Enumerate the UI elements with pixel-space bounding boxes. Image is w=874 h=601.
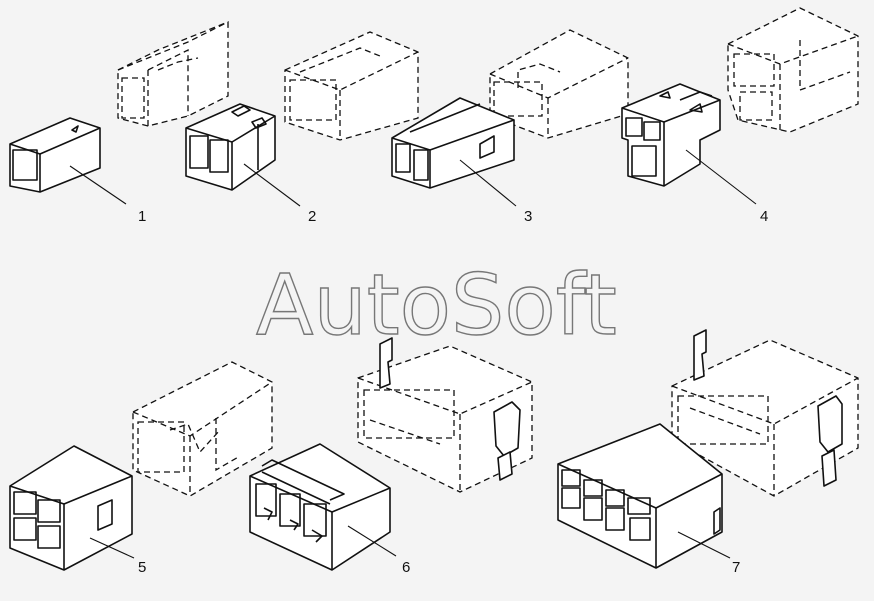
callout-1-leader xyxy=(69,165,127,205)
connector-4-housing xyxy=(621,83,721,187)
connector-7-housing xyxy=(557,423,723,569)
connector-7-mate xyxy=(671,329,859,497)
watermark-text: AutoSoft xyxy=(256,256,617,354)
connector-1-mate xyxy=(117,21,229,127)
callout-1-label: 1 xyxy=(138,208,146,225)
connector-7: 7 xyxy=(557,329,859,576)
callout-3-leader xyxy=(459,159,517,207)
connector-4-mate xyxy=(727,7,859,133)
connector-2-housing xyxy=(185,103,276,191)
connector-5: 5 xyxy=(9,361,273,576)
connector-5-mate xyxy=(132,361,273,497)
connector-6-mate xyxy=(357,337,533,493)
connector-3: 3 xyxy=(391,29,629,225)
callout-6-leader xyxy=(347,525,397,557)
callout-2-leader xyxy=(243,163,301,207)
connector-5-housing xyxy=(9,445,133,571)
connector-3-housing xyxy=(391,97,515,189)
connector-6-housing xyxy=(249,443,391,571)
callout-5-leader xyxy=(89,537,135,559)
connector-6: 6 xyxy=(249,337,533,576)
callout-6-label: 6 xyxy=(402,559,410,576)
connector-2: 2 xyxy=(185,31,419,225)
connector-2-mate xyxy=(284,31,419,141)
callout-4-leader xyxy=(685,149,757,205)
callout-7-label: 7 xyxy=(732,559,740,576)
connector-4: 4 xyxy=(621,7,859,225)
callout-7-leader xyxy=(677,531,731,559)
callout-2-label: 2 xyxy=(308,208,316,225)
connector-1-housing xyxy=(9,117,101,193)
callout-4-label: 4 xyxy=(760,208,768,225)
callout-3-label: 3 xyxy=(524,208,532,225)
connector-1: 1 xyxy=(9,21,229,225)
callout-5-label: 5 xyxy=(138,559,146,576)
